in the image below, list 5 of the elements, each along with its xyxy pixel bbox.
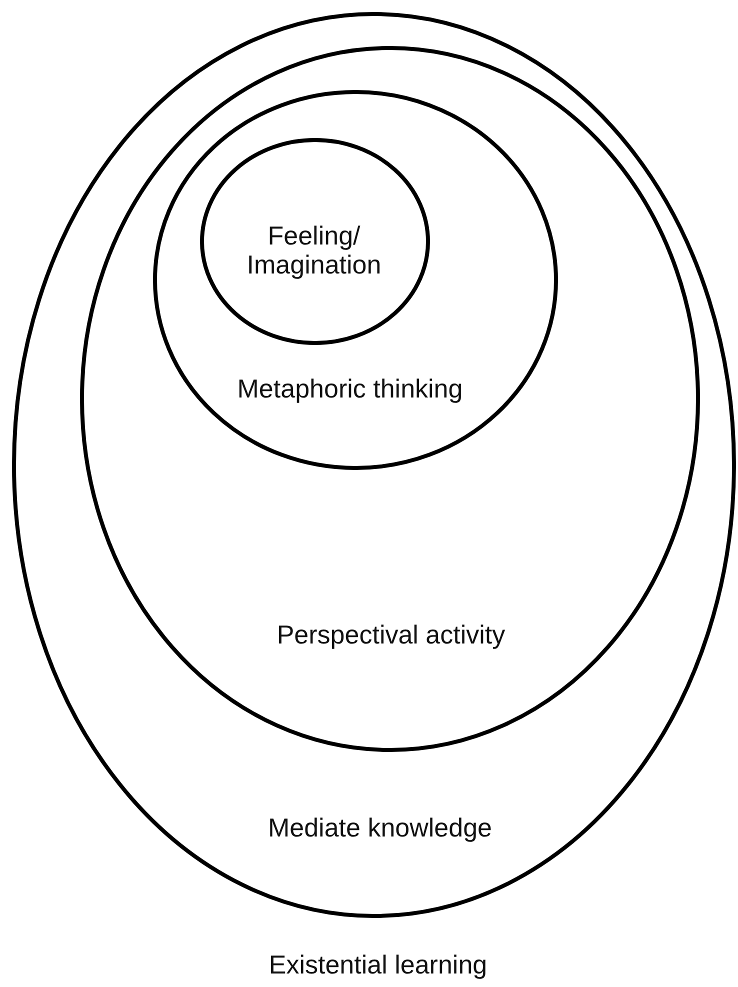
layer-label: Feeling/ Imagination — [246, 221, 382, 279]
layer-label: Perspectival activity — [276, 620, 506, 650]
outer-layer-label: Existential learning — [268, 950, 488, 980]
layer-label: Metaphoric thinking — [236, 374, 464, 404]
layer-label: Mediate knowledge — [266, 814, 494, 842]
